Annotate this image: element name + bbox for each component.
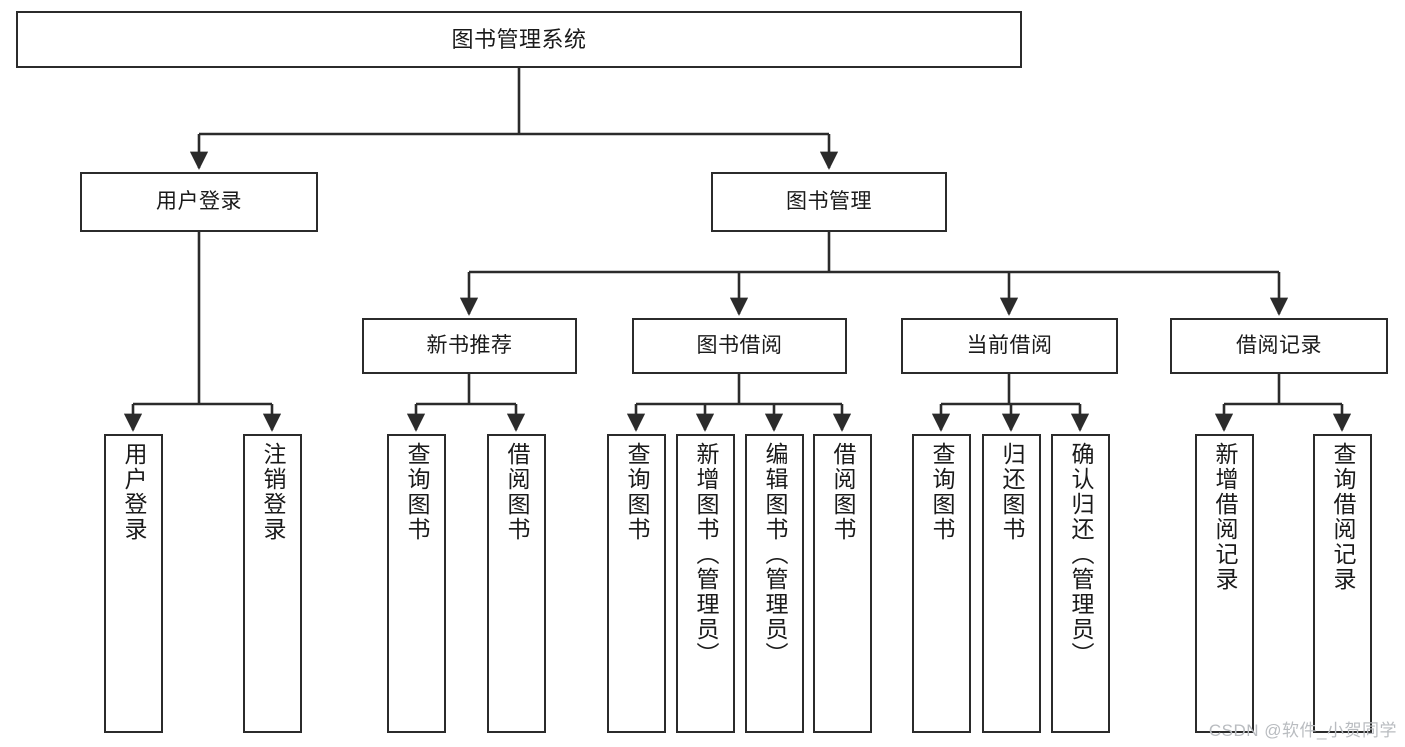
node-leaf-borrow-book-1-label: 借阅图书 — [504, 442, 530, 542]
node-leaf-edit-book[interactable]: 编辑图书（管理员） — [745, 434, 804, 733]
node-leaf-confirm-return-label: 确认归还（管理员） — [1068, 442, 1094, 667]
node-leaf-user-login[interactable]: 用户登录 — [104, 434, 163, 733]
node-leaf-query-book-2-label: 查询图书 — [624, 442, 650, 542]
node-leaf-borrow-book-2[interactable]: 借阅图书 — [813, 434, 872, 733]
node-root[interactable]: 图书管理系统 — [16, 11, 1022, 68]
node-leaf-query-book-1[interactable]: 查询图书 — [387, 434, 446, 733]
node-leaf-query-record[interactable]: 查询借阅记录 — [1313, 434, 1372, 733]
node-leaf-query-book-2[interactable]: 查询图书 — [607, 434, 666, 733]
node-current-borrow[interactable]: 当前借阅 — [901, 318, 1118, 374]
node-leaf-edit-book-label: 编辑图书（管理员） — [762, 442, 788, 667]
node-new-book-recommend[interactable]: 新书推荐 — [362, 318, 577, 374]
node-leaf-logout[interactable]: 注销登录 — [243, 434, 302, 733]
node-root-label: 图书管理系统 — [451, 26, 587, 52]
node-book-borrow[interactable]: 图书借阅 — [632, 318, 847, 374]
node-new-book-recommend-label: 新书推荐 — [426, 333, 513, 357]
node-borrow-record-label: 借阅记录 — [1236, 333, 1322, 357]
node-leaf-user-login-label: 用户登录 — [121, 442, 147, 542]
node-leaf-return-book-label: 归还图书 — [999, 442, 1025, 542]
node-current-borrow-label: 当前借阅 — [966, 333, 1053, 357]
node-borrow-record[interactable]: 借阅记录 — [1170, 318, 1388, 374]
node-book-manage[interactable]: 图书管理 — [711, 172, 947, 232]
node-leaf-add-book-label: 新增图书（管理员） — [693, 442, 719, 667]
node-leaf-logout-label: 注销登录 — [260, 442, 286, 542]
node-leaf-query-record-label: 查询借阅记录 — [1330, 442, 1356, 592]
node-leaf-confirm-return[interactable]: 确认归还（管理员） — [1051, 434, 1110, 733]
node-leaf-query-book-1-label: 查询图书 — [404, 442, 430, 542]
watermark: CSDN @软件_小贺同学 — [1208, 721, 1397, 740]
node-leaf-add-record-label: 新增借阅记录 — [1212, 442, 1238, 592]
node-book-borrow-label: 图书借阅 — [696, 333, 783, 357]
node-book-manage-label: 图书管理 — [786, 189, 872, 213]
node-leaf-add-book[interactable]: 新增图书（管理员） — [676, 434, 735, 733]
node-leaf-borrow-book-1[interactable]: 借阅图书 — [487, 434, 546, 733]
node-leaf-borrow-book-2-label: 借阅图书 — [830, 442, 856, 542]
node-user-login[interactable]: 用户登录 — [80, 172, 318, 232]
node-leaf-query-book-3-label: 查询图书 — [929, 442, 955, 542]
node-leaf-query-book-3[interactable]: 查询图书 — [912, 434, 971, 733]
node-leaf-add-record[interactable]: 新增借阅记录 — [1195, 434, 1254, 733]
node-user-login-label: 用户登录 — [156, 189, 242, 213]
node-leaf-return-book[interactable]: 归还图书 — [982, 434, 1041, 733]
